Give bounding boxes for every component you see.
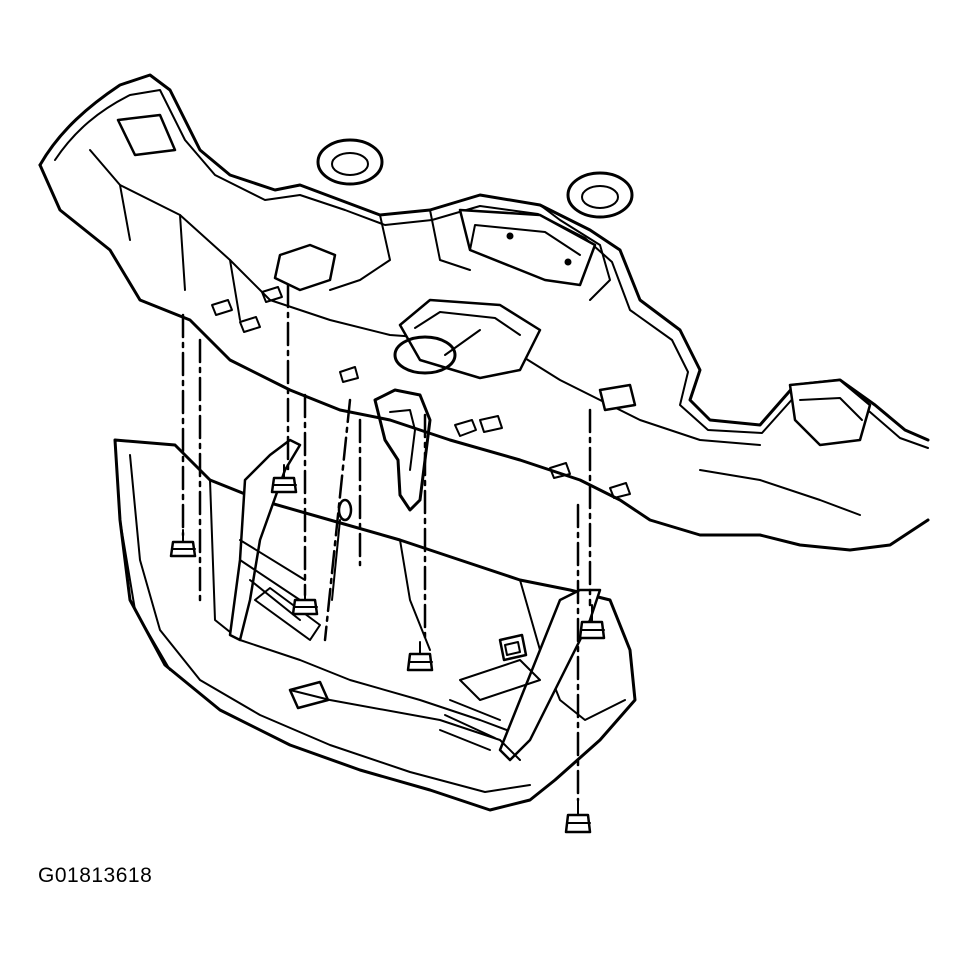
strut-fastener-icon [331,498,353,601]
figure-id-label: G01813618 [38,864,153,887]
bolt-set [169,464,606,834]
bolt-icon [406,641,434,672]
alignment-lines [181,283,592,802]
bolt-icon [169,529,197,558]
frame-crossmember [38,73,930,552]
bolt-icon [578,604,606,640]
bolt-icon [291,589,319,616]
skid-plate [113,438,637,812]
bolt-icon [564,799,592,834]
bolt-icon [270,464,298,494]
